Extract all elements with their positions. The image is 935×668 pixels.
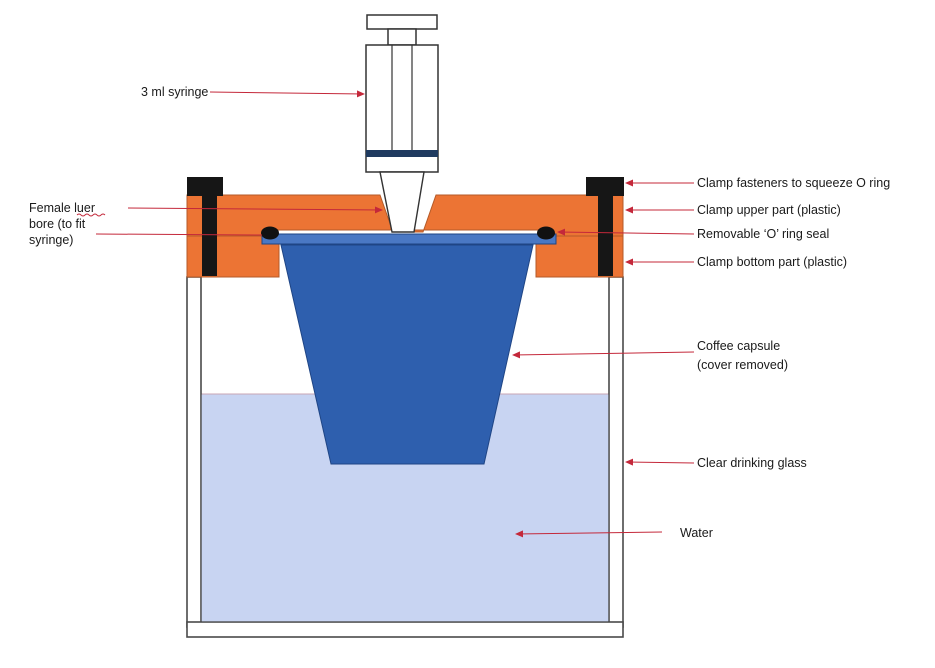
- syringe-plunger-rod: [387, 28, 417, 46]
- syringe-stopper-band: [366, 150, 438, 157]
- fastener-right-head: [586, 177, 624, 196]
- syringe-tip: [379, 171, 425, 233]
- callout-arrows: [95, 90, 695, 538]
- arrow-o-ring: [557, 228, 695, 236]
- label-water: Water: [680, 526, 713, 540]
- glass-right-wall: [608, 276, 624, 628]
- label-clamp-upper: Clamp upper part (plastic): [697, 203, 841, 217]
- arrow-glass: [625, 458, 695, 466]
- coffee-capsule: [261, 233, 557, 465]
- label-capsule-line2: (cover removed): [697, 358, 788, 372]
- label-syringe: 3 ml syringe: [141, 85, 208, 99]
- o-ring-right: [537, 226, 555, 240]
- glass-left-wall: [186, 276, 202, 628]
- arrow-female-luer: [127, 206, 383, 214]
- o-ring-left: [261, 226, 279, 240]
- o-ring-seal: [261, 226, 555, 240]
- label-capsule-line1: Coffee capsule: [697, 339, 780, 353]
- capsule-cup: [280, 244, 534, 465]
- arrow-female-luer-oring: [95, 233, 263, 236]
- fastener-left-shaft: [202, 196, 217, 276]
- labels: 3 ml syringe Female luer bore (to fit sy…: [29, 85, 890, 540]
- arrow-syringe: [209, 90, 365, 98]
- label-clamp-bottom: Clamp bottom part (plastic): [697, 255, 847, 269]
- label-glass: Clear drinking glass: [697, 456, 807, 470]
- glass-base: [186, 621, 624, 638]
- arrow-water: [515, 530, 663, 538]
- syringe-plunger-cap: [366, 14, 438, 30]
- spellcheck-underline: [76, 213, 106, 217]
- label-female-luer-line3: syringe): [29, 233, 73, 247]
- capsule-rim: [261, 233, 557, 245]
- label-female-luer-line2: bore (to fit: [29, 217, 86, 231]
- label-clamp-fasteners: Clamp fasteners to squeeze O ring: [697, 176, 890, 190]
- syringe: [365, 14, 439, 233]
- arrow-capsule: [512, 351, 695, 359]
- clamp-fasteners: [187, 177, 624, 276]
- fastener-left-head: [187, 177, 223, 196]
- fastener-right-shaft: [598, 196, 613, 276]
- label-o-ring: Removable ‘O’ ring seal: [697, 227, 829, 241]
- label-female-luer-line1: Female luer: [29, 201, 95, 215]
